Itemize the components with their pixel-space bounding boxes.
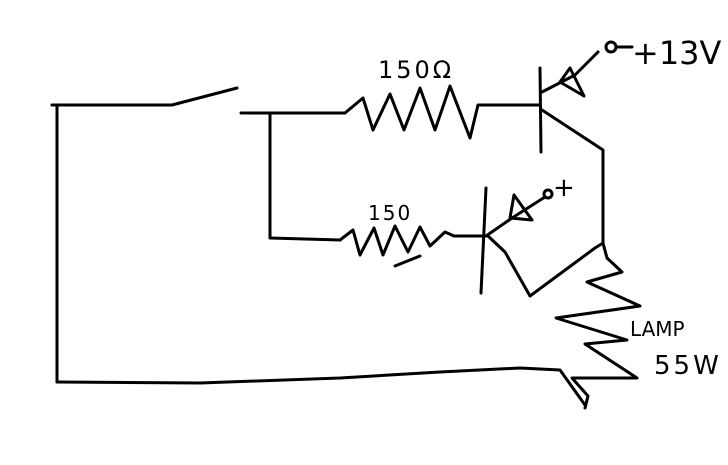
transistor-2-arrow-icon <box>508 193 534 222</box>
resistor-2-label: 150 <box>368 201 412 225</box>
resistor-1-label: 150Ω <box>378 56 454 84</box>
transistor-1-collector <box>540 108 605 245</box>
resistor-2-tail <box>393 254 422 268</box>
transistor-2-base <box>479 186 488 295</box>
resistor-1 <box>343 84 542 140</box>
transistor-1-arrow-icon <box>558 66 586 98</box>
transistor-2-emitter <box>484 195 547 238</box>
supply-label: +13V <box>632 34 722 72</box>
transistor-2-collector <box>486 234 605 298</box>
lamp-name-label: LAMP <box>630 317 685 341</box>
supply-2-label: + <box>553 173 575 203</box>
terminal-1 <box>604 40 618 54</box>
branch-wire <box>268 111 342 242</box>
lamp-power-label: 55W <box>654 351 722 381</box>
switch-lever <box>170 86 239 107</box>
transistor-1-emitter <box>540 50 600 94</box>
lamp-symbol <box>554 241 642 410</box>
terminal-2 <box>542 188 554 200</box>
resistor-2 <box>338 224 487 257</box>
bottom-wire <box>55 366 587 407</box>
